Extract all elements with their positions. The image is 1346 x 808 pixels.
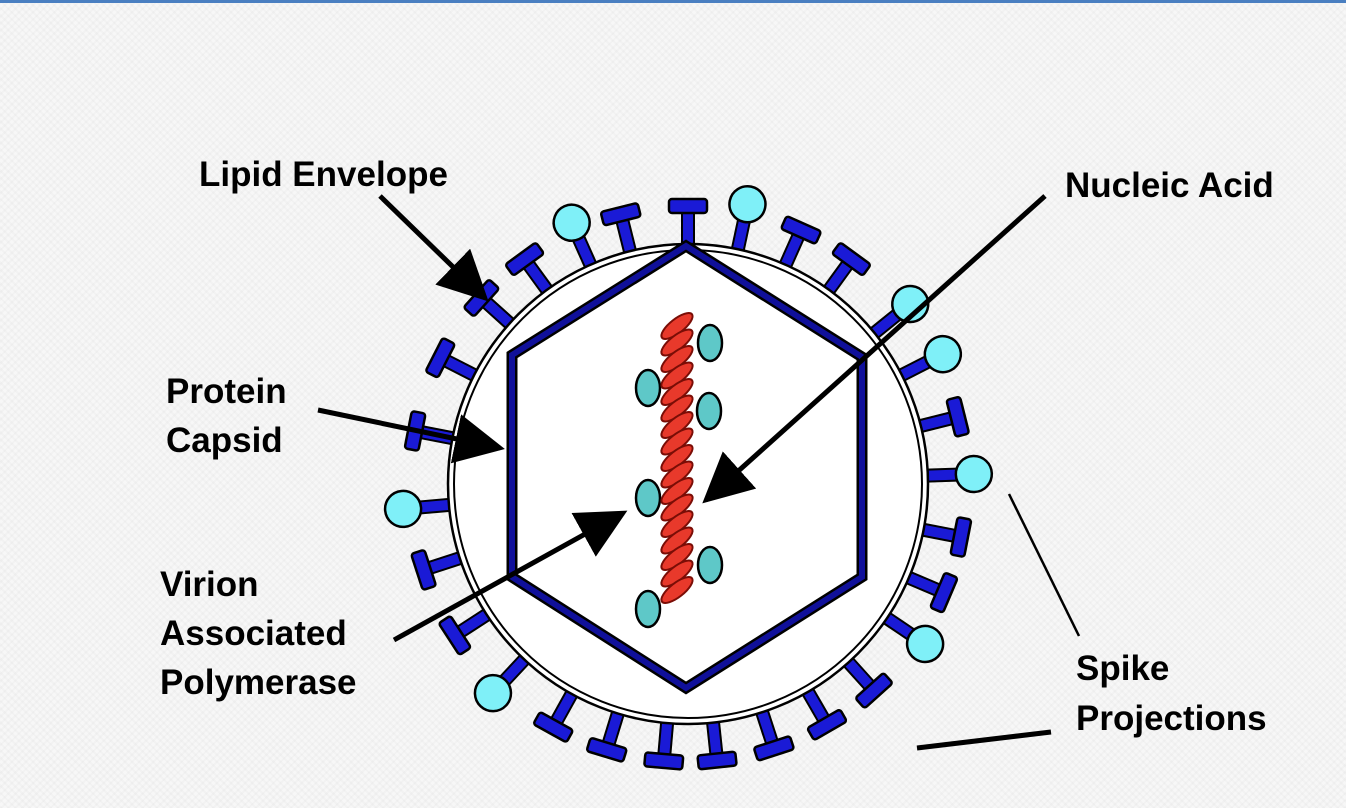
- lipid-envelope-pointer: [378, 194, 489, 302]
- t-shaped-spike-icon: [901, 569, 959, 614]
- polymerase-oval: [696, 545, 724, 585]
- top-accent-rule: [0, 0, 1346, 3]
- nucleic-acid-helix: [660, 312, 694, 604]
- lipid-envelope-label: Lipid Envelope: [199, 155, 448, 194]
- t-shaped-spike-icon: [410, 549, 467, 591]
- polymerase-label-line2: Associated: [160, 614, 347, 653]
- t-shaped-spike-icon: [533, 686, 581, 743]
- ball-spike-icon: [922, 454, 994, 494]
- nucleic-acid-label: Nucleic Acid: [1065, 166, 1274, 205]
- protein-capsid-label-line2: Capsid: [166, 421, 283, 460]
- spike-pointer-lower: [916, 729, 1052, 751]
- t-shaped-spike-icon: [914, 396, 970, 438]
- polymerase-label-line1: Virion: [160, 565, 259, 604]
- spike-pointer-upper: [1007, 493, 1081, 637]
- polymerase-oval: [634, 589, 662, 629]
- t-shaped-spike-icon: [438, 606, 495, 656]
- t-shaped-spike-icon: [840, 653, 893, 709]
- t-shaped-spike-icon: [696, 716, 738, 771]
- t-shaped-spike-icon: [753, 705, 795, 762]
- polymerase-oval: [695, 391, 723, 431]
- protein-capsid-label-line1: Protein: [166, 372, 287, 411]
- helix-segment: [660, 576, 694, 604]
- polymerase-label-line3: Polymerase: [160, 663, 357, 702]
- ball-spike-icon: [383, 489, 455, 529]
- t-shaped-spike-icon: [799, 684, 848, 741]
- t-shaped-spike-icon: [643, 717, 685, 771]
- t-shaped-spike-icon: [600, 202, 642, 258]
- ball-spike-icon: [473, 651, 533, 713]
- virion-associated-polymerase: [634, 323, 724, 629]
- polymerase-pointer: [392, 510, 628, 643]
- t-shaped-spike-icon: [777, 215, 822, 273]
- ball-spike-icon: [552, 203, 599, 273]
- polymerase-oval: [696, 323, 724, 363]
- t-shaped-spike-icon: [667, 197, 709, 249]
- ball-spike-icon: [866, 284, 930, 342]
- spike-projections: [383, 184, 994, 771]
- t-shaped-spike-icon: [425, 337, 482, 384]
- ball-spike-icon: [894, 334, 963, 384]
- pointer-lines: [317, 194, 1081, 751]
- spike-label-line2: Projections: [1076, 699, 1267, 738]
- polymerase-oval: [634, 478, 662, 518]
- polymerase-oval: [634, 368, 662, 408]
- spike-label-line1: Spike: [1076, 649, 1169, 688]
- ball-spike-icon: [728, 184, 767, 256]
- nucleic-acid-pointer: [702, 194, 1047, 504]
- protein-capsid-pointer: [317, 407, 505, 464]
